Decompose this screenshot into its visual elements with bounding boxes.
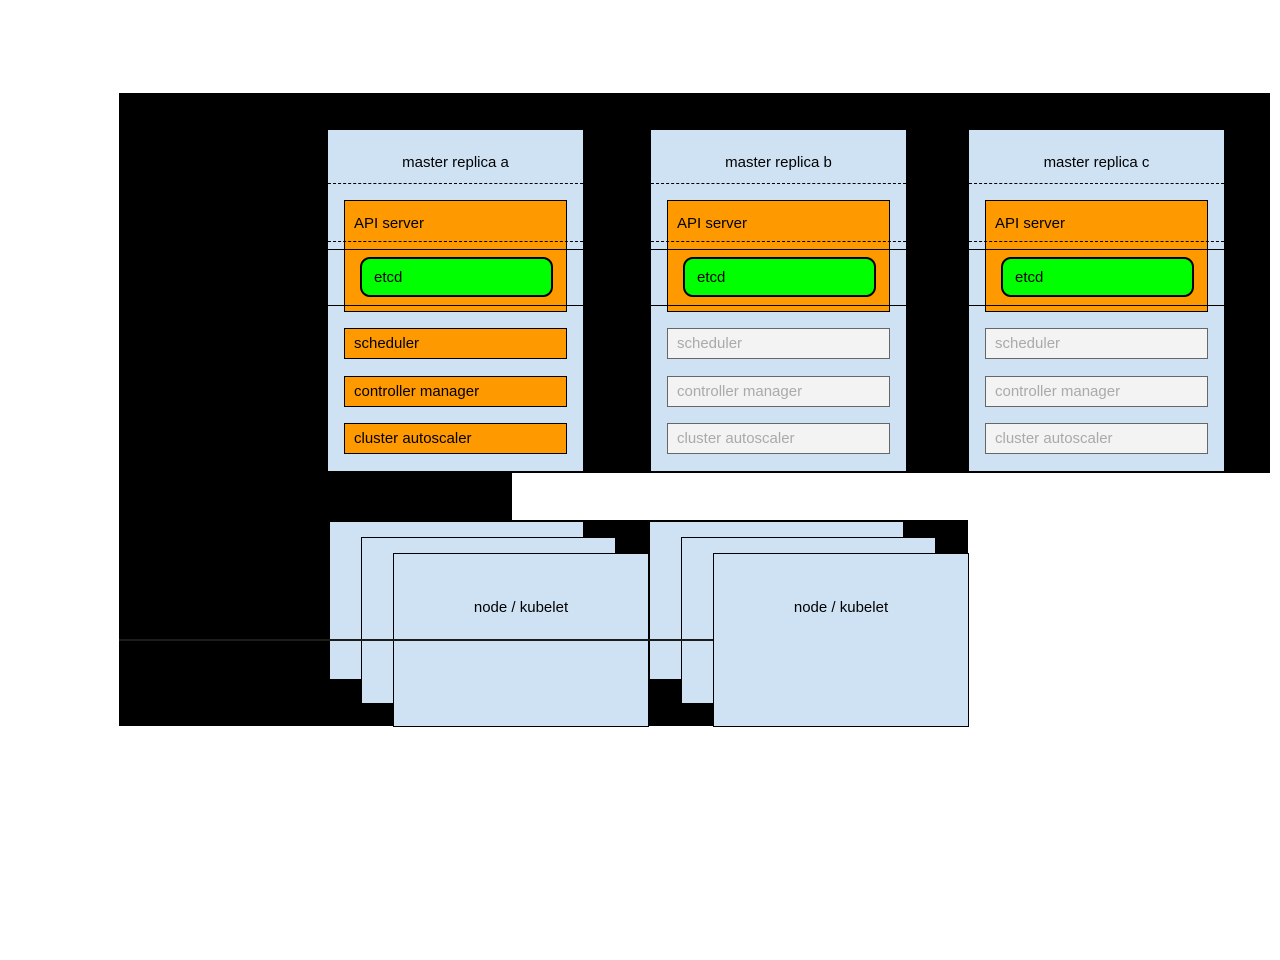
separator-line xyxy=(651,249,906,250)
cluster-autoscaler-box-inactive: cluster autoscaler xyxy=(985,423,1208,454)
master-title: master replica a xyxy=(402,154,509,171)
separator-dashed xyxy=(651,241,906,242)
etcd-box: etcd xyxy=(360,257,553,297)
controller-manager-label: controller manager xyxy=(354,383,480,400)
cluster-autoscaler-box-inactive: cluster autoscaler xyxy=(667,423,890,454)
scheduler-label: scheduler xyxy=(354,335,420,352)
separator-dashed xyxy=(969,183,1224,184)
cluster-autoscaler-label: cluster autoscaler xyxy=(995,430,1113,447)
etcd-label: etcd xyxy=(697,268,726,286)
controller-manager-label: controller manager xyxy=(995,383,1121,400)
node-kubelet-label: node / kubelet xyxy=(793,599,889,616)
etcd-label: etcd xyxy=(374,268,403,286)
master-replica-a-panel: master replica a API server etcd schedul… xyxy=(327,129,584,472)
separator-dashed xyxy=(651,183,906,184)
backdrop-lower-left xyxy=(119,473,512,520)
controller-manager-box-inactive: controller manager xyxy=(667,376,890,407)
etcd-label: etcd xyxy=(1015,268,1044,286)
scheduler-box-inactive: scheduler xyxy=(985,328,1208,359)
separator-dashed xyxy=(328,241,583,242)
separator-dashed xyxy=(328,183,583,184)
cluster-autoscaler-label: cluster autoscaler xyxy=(354,430,472,447)
separator-line xyxy=(328,249,583,250)
master-replica-b-panel: master replica b API server etcd schedul… xyxy=(650,129,907,472)
scheduler-box-inactive: scheduler xyxy=(667,328,890,359)
separator-line xyxy=(969,249,1224,250)
master-title: master replica b xyxy=(725,154,832,171)
scheduler-label: scheduler xyxy=(677,335,743,352)
separator-line xyxy=(969,305,1224,306)
scheduler-label: scheduler xyxy=(995,335,1061,352)
separator-line xyxy=(328,305,583,306)
api-server-label: API server xyxy=(677,215,748,232)
controller-manager-label: controller manager xyxy=(677,383,803,400)
controller-manager-box: controller manager xyxy=(344,376,567,407)
scheduler-box: scheduler xyxy=(344,328,567,359)
connector-line xyxy=(119,639,714,641)
api-server-label: API server xyxy=(995,215,1066,232)
master-replica-c-panel: master replica c API server etcd schedul… xyxy=(968,129,1225,472)
node-kubelet-label: node / kubelet xyxy=(473,599,569,616)
separator-dashed xyxy=(969,241,1224,242)
separator-line xyxy=(651,305,906,306)
master-title: master replica c xyxy=(1043,154,1150,171)
etcd-box: etcd xyxy=(683,257,876,297)
controller-manager-box-inactive: controller manager xyxy=(985,376,1208,407)
api-server-label: API server xyxy=(354,215,425,232)
cluster-autoscaler-label: cluster autoscaler xyxy=(677,430,795,447)
node-stack-2-front-box: node / kubelet xyxy=(713,553,969,727)
cluster-autoscaler-box: cluster autoscaler xyxy=(344,423,567,454)
etcd-box: etcd xyxy=(1001,257,1194,297)
